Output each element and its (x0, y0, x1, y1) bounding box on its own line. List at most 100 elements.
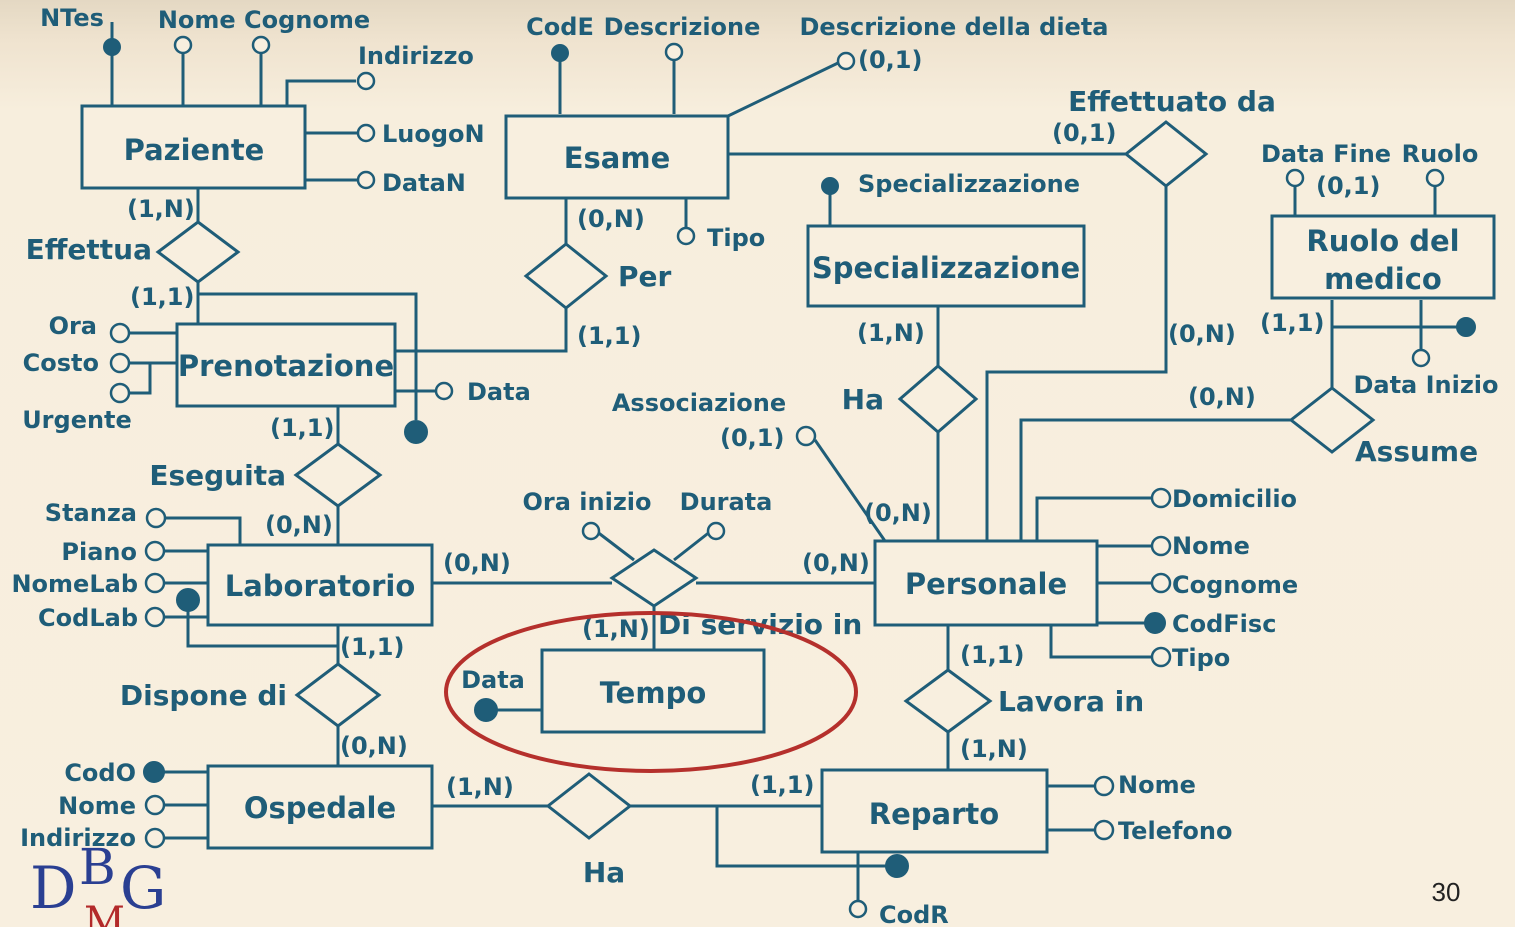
relationship-ha-specializzazione: Ha (842, 364, 979, 434)
association-label: Associazione (612, 389, 786, 417)
card-laboratorio-eseguita: (0,N) (265, 511, 333, 539)
card-tempo-servizio: (1,N) (582, 615, 650, 643)
entity-tempo: Tempo (540, 648, 766, 734)
card-dieta: (0,1) (858, 46, 922, 74)
card-reparto-lavora: (1,N) (960, 735, 1028, 763)
svg-text:M: M (84, 899, 125, 927)
highlight-ellipse (444, 611, 858, 773)
card-associazione: (0,1) (720, 424, 784, 452)
svg-text:Effettua: Effettua (26, 233, 152, 266)
attr-tipo-esame: Tipo (707, 224, 765, 252)
attr-piano: Piano (61, 538, 137, 566)
relationship-dispone-di: Dispone di (120, 662, 382, 728)
card-esame-effettuato-da: (0,1) (1052, 119, 1116, 147)
attr-telefono: Telefono (1118, 817, 1232, 845)
svg-text:Lavora in: Lavora in (998, 685, 1144, 718)
card-specializzazione-ha: (1,N) (857, 319, 925, 347)
svg-text:Ospedale: Ospedale (244, 791, 396, 825)
entity-prenotazione: Prenotazione (175, 322, 397, 408)
card-personale-effettuato-da: (0,N) (1168, 320, 1236, 348)
attr-codfisc: CodFisc (1172, 610, 1276, 638)
svg-text:Specializzazione: Specializzazione (812, 251, 1080, 285)
relationship-per: Per (523, 242, 672, 310)
card-prenotazione-eseguita: (1,1) (270, 414, 334, 442)
relationship-lavora-in: Lavora in (903, 668, 1144, 734)
attr-indirizzo-ospedale: Indirizzo (20, 824, 136, 852)
attr-codlab: CodLab (38, 604, 138, 632)
svg-text:Eseguita: Eseguita (149, 459, 286, 492)
svg-text:medico: medico (1324, 262, 1442, 296)
svg-text:Ha: Ha (842, 383, 884, 416)
attr-data-tempo: Data (461, 666, 525, 694)
card-laboratorio-dispone: (1,1) (340, 633, 404, 661)
entity-personale: Personale (873, 539, 1099, 627)
attr-tipo-personale: Tipo (1172, 644, 1230, 672)
card-ospedale-ha: (1,N) (446, 773, 514, 801)
attr-nome-cognome: Nome Cognome (158, 6, 370, 34)
attr-ntes: NTes (40, 4, 104, 32)
attr-descrizione: Descrizione (604, 13, 761, 41)
attr-descrizione-dieta: Descrizione della dieta (800, 13, 1109, 41)
attr-nomelab: NomeLab (11, 570, 138, 598)
card-laboratorio-servizio: (0,N) (443, 549, 511, 577)
svg-text:Ruolo del: Ruolo del (1306, 224, 1459, 258)
attr-stanza: Stanza (45, 499, 137, 527)
svg-text:Tempo: Tempo (600, 676, 707, 710)
card-prenotazione-effettua: (1,1) (130, 283, 194, 311)
entity-specializzazione: Specializzazione (806, 224, 1086, 308)
attr-urgente: Urgente (22, 406, 132, 434)
card-personale-assume: (0,N) (1188, 383, 1256, 411)
svg-text:Effettuato da: Effettuato da (1068, 85, 1276, 118)
relationship-effettuato-da: Effettuato da (1068, 85, 1276, 188)
attr-codr: CodR (879, 901, 949, 927)
card-reparto-ha: (1,1) (750, 771, 814, 799)
attr-ruolo: Ruolo (1402, 140, 1479, 168)
entity-reparto: Reparto (820, 768, 1049, 854)
attr-domicilio: Domicilio (1172, 485, 1297, 513)
attribute-labels: NTes Nome Cognome Indirizzo LuogoN DataN… (11, 4, 1498, 927)
svg-text:D: D (30, 854, 77, 922)
attr-data-fine: Data Fine (1261, 140, 1391, 168)
attr-specializzazione: Specializzazione (858, 170, 1080, 198)
dbmg-logo: D B M G (30, 838, 166, 927)
attr-luogon: LuogoN (382, 120, 485, 148)
svg-text:B: B (79, 838, 116, 896)
attribute-markers (103, 35, 1476, 919)
page-number: 30 (1432, 877, 1461, 907)
attr-nome-ospedale: Nome (58, 792, 136, 820)
card-data-fine: (0,1) (1316, 172, 1380, 200)
attr-codo: CodO (64, 759, 136, 787)
card-ruolo-assume: (1,1) (1260, 309, 1324, 337)
relationship-di-servizio-in: Di servizio in (609, 548, 862, 641)
relationship-assume: Assume (1288, 386, 1478, 468)
card-ospedale-dispone: (0,N) (340, 732, 408, 760)
attr-costo: Costo (23, 349, 99, 377)
attr-durata: Durata (680, 488, 773, 516)
svg-text:Ha: Ha (583, 856, 625, 889)
card-personale-servizio: (0,N) (802, 549, 870, 577)
svg-text:Dispone di: Dispone di (120, 679, 287, 712)
svg-text:Laboratorio: Laboratorio (225, 569, 416, 603)
svg-text:G: G (120, 854, 166, 922)
relationship-effettua: Effettua (26, 220, 241, 284)
entity-ruolo-del-medico: Ruolo del medico (1270, 214, 1496, 300)
svg-text:Esame: Esame (564, 141, 671, 175)
svg-text:Prenotazione: Prenotazione (178, 349, 394, 383)
svg-text:Assume: Assume (1355, 435, 1478, 468)
connector-lines (110, 22, 1463, 900)
attr-nome-reparto: Nome (1118, 771, 1196, 799)
svg-text:Per: Per (618, 260, 672, 293)
entity-esame: Esame (504, 114, 730, 200)
card-esame-per: (0,N) (577, 205, 645, 233)
attr-code: CodE (526, 13, 594, 41)
attr-indirizzo-paziente: Indirizzo (358, 42, 474, 70)
svg-text:Paziente: Paziente (124, 133, 265, 167)
attr-data-prenotazione: Data (467, 378, 531, 406)
card-prenotazione-per: (1,1) (577, 322, 641, 350)
attr-ora: Ora (49, 312, 97, 340)
card-personale-lavora: (1,1) (960, 641, 1024, 669)
attr-datan: DataN (382, 169, 466, 197)
svg-text:Personale: Personale (905, 567, 1067, 601)
